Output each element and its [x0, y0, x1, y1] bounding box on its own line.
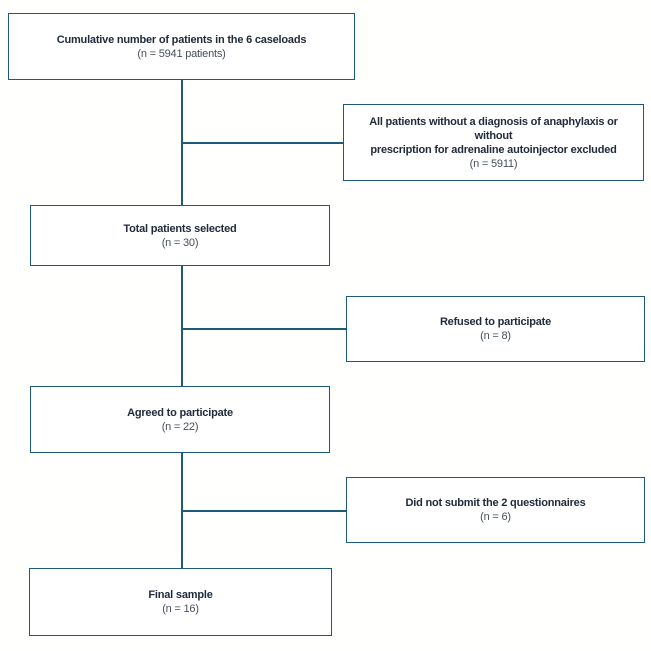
flow-box-refused: Refused to participate (n = 8) — [346, 296, 645, 362]
flow-box-n: (n = 6) — [480, 511, 511, 523]
connector-vertical-1 — [181, 80, 183, 205]
connector-branch-questionnaires — [183, 510, 346, 512]
flow-box-n: (n = 5911) — [469, 157, 518, 170]
connector-vertical-3 — [181, 453, 183, 568]
connector-branch-excluded — [183, 142, 343, 144]
flow-box-n: (n = 16) — [162, 603, 199, 615]
flow-box-label: Did not submit the 2 questionnaires — [405, 497, 586, 509]
flow-box-cumulative-patients: Cumulative number of patients in the 6 c… — [8, 13, 355, 80]
flow-box-no-questionnaires: Did not submit the 2 questionnaires (n =… — [346, 477, 645, 543]
flow-box-agreed: Agreed to participate (n = 22) — [30, 386, 330, 453]
flow-box-final-sample: Final sample (n = 16) — [29, 568, 332, 636]
flow-box-n: (n = 22) — [161, 420, 199, 433]
flow-box-selected: Total patients selected (n = 30) — [30, 205, 330, 266]
flow-box-label: Cumulative number of patients in the 6 c… — [56, 33, 307, 46]
flow-box-label: Final sample — [148, 589, 213, 601]
flow-box-label: Total patients selected — [123, 222, 237, 235]
connector-vertical-2 — [181, 266, 183, 386]
connector-branch-refused — [183, 328, 346, 330]
flow-box-label: All patients without a diagnosis of anap… — [369, 115, 618, 156]
flow-box-n: (n = 5941 patients) — [137, 47, 226, 60]
flow-box-label: Refused to participate — [439, 316, 552, 328]
flow-box-n: (n = 8) — [480, 330, 511, 342]
flow-box-excluded: All patients without a diagnosis of anap… — [343, 104, 644, 181]
flow-box-n: (n = 30) — [161, 236, 199, 249]
flow-box-label: Agreed to participate — [127, 406, 233, 419]
